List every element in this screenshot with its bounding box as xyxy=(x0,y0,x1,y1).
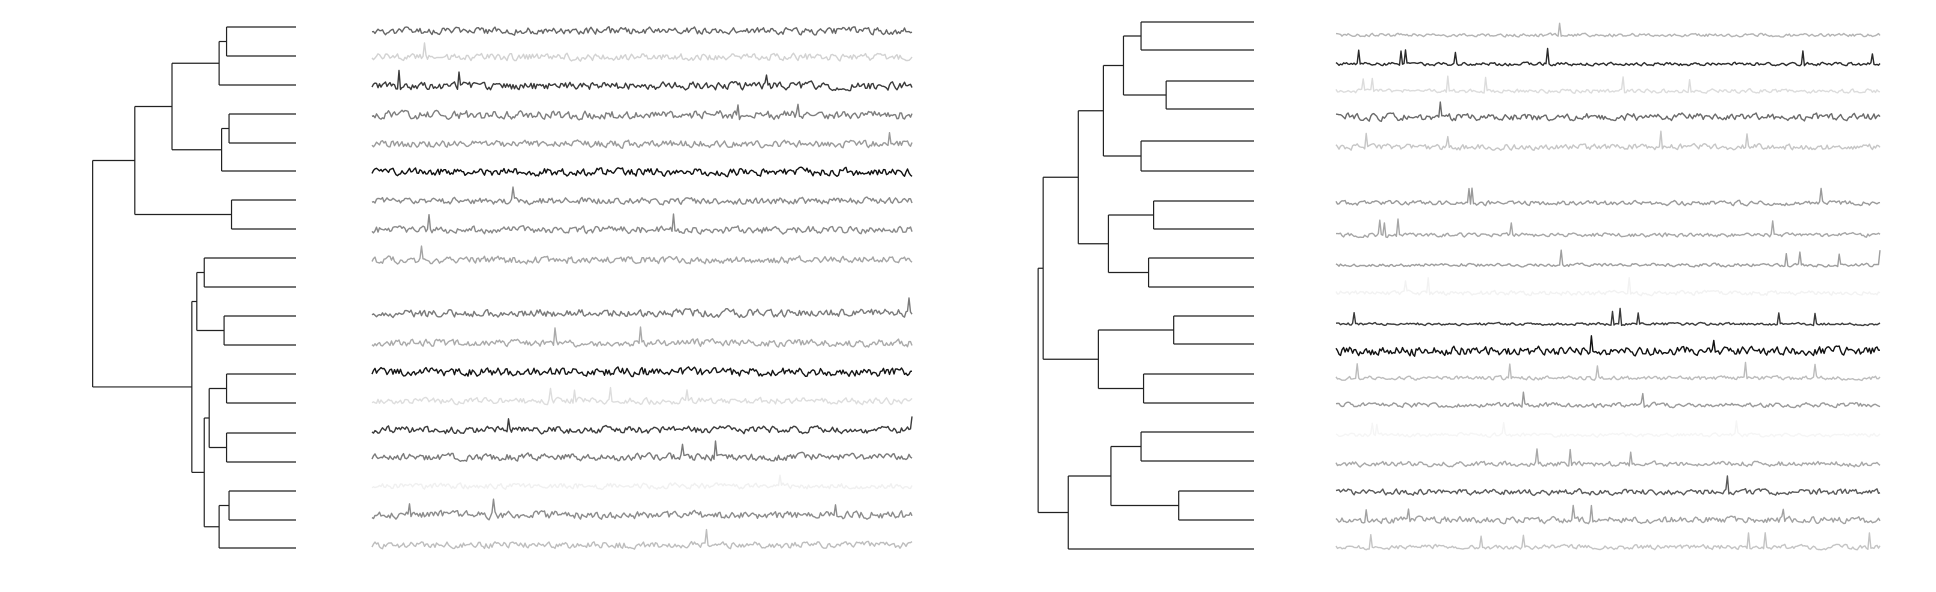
signal-trace xyxy=(371,69,913,92)
signal-trace xyxy=(371,498,913,521)
signal-trace xyxy=(1335,504,1881,525)
signal-trace xyxy=(371,366,913,378)
signal-trace xyxy=(1335,420,1881,438)
signal-trace xyxy=(1335,101,1881,123)
signal-trace xyxy=(371,26,913,36)
signal-trace xyxy=(371,186,913,206)
signal-trace xyxy=(371,297,913,319)
signal-trace xyxy=(371,440,913,462)
panel-right xyxy=(1037,21,1881,551)
signal-trace xyxy=(1335,391,1881,409)
signal-trace xyxy=(371,132,913,149)
dendrogram-right xyxy=(1037,21,1254,550)
signal-trace xyxy=(1335,307,1881,327)
signal-trace xyxy=(371,416,913,435)
signal-trace xyxy=(1335,22,1881,38)
signal-trace xyxy=(1335,448,1881,468)
signal-trace xyxy=(1335,335,1880,357)
signal-trace xyxy=(371,213,913,235)
signal-trace xyxy=(1335,249,1881,268)
signal-trace xyxy=(1336,218,1881,239)
signal-trace xyxy=(371,166,913,178)
panel-left xyxy=(92,26,913,550)
signal-trace xyxy=(1335,277,1881,297)
signal-trace xyxy=(1335,532,1881,551)
signal-trace xyxy=(371,474,913,491)
signal-trace xyxy=(371,386,913,406)
signal-trace xyxy=(1335,130,1881,151)
signal-trace xyxy=(1335,75,1881,94)
signal-trace xyxy=(371,42,913,62)
signal-trace xyxy=(371,103,913,121)
traces-right xyxy=(1335,22,1881,551)
dendrogram-left xyxy=(92,26,296,549)
signal-trace xyxy=(371,245,913,265)
signal-trace xyxy=(1335,475,1881,497)
traces-left xyxy=(371,26,913,550)
signal-trace xyxy=(1335,187,1881,207)
signal-trace xyxy=(371,528,913,550)
signal-trace xyxy=(1335,361,1881,382)
signal-trace xyxy=(371,326,913,348)
signal-trace xyxy=(1335,47,1881,67)
